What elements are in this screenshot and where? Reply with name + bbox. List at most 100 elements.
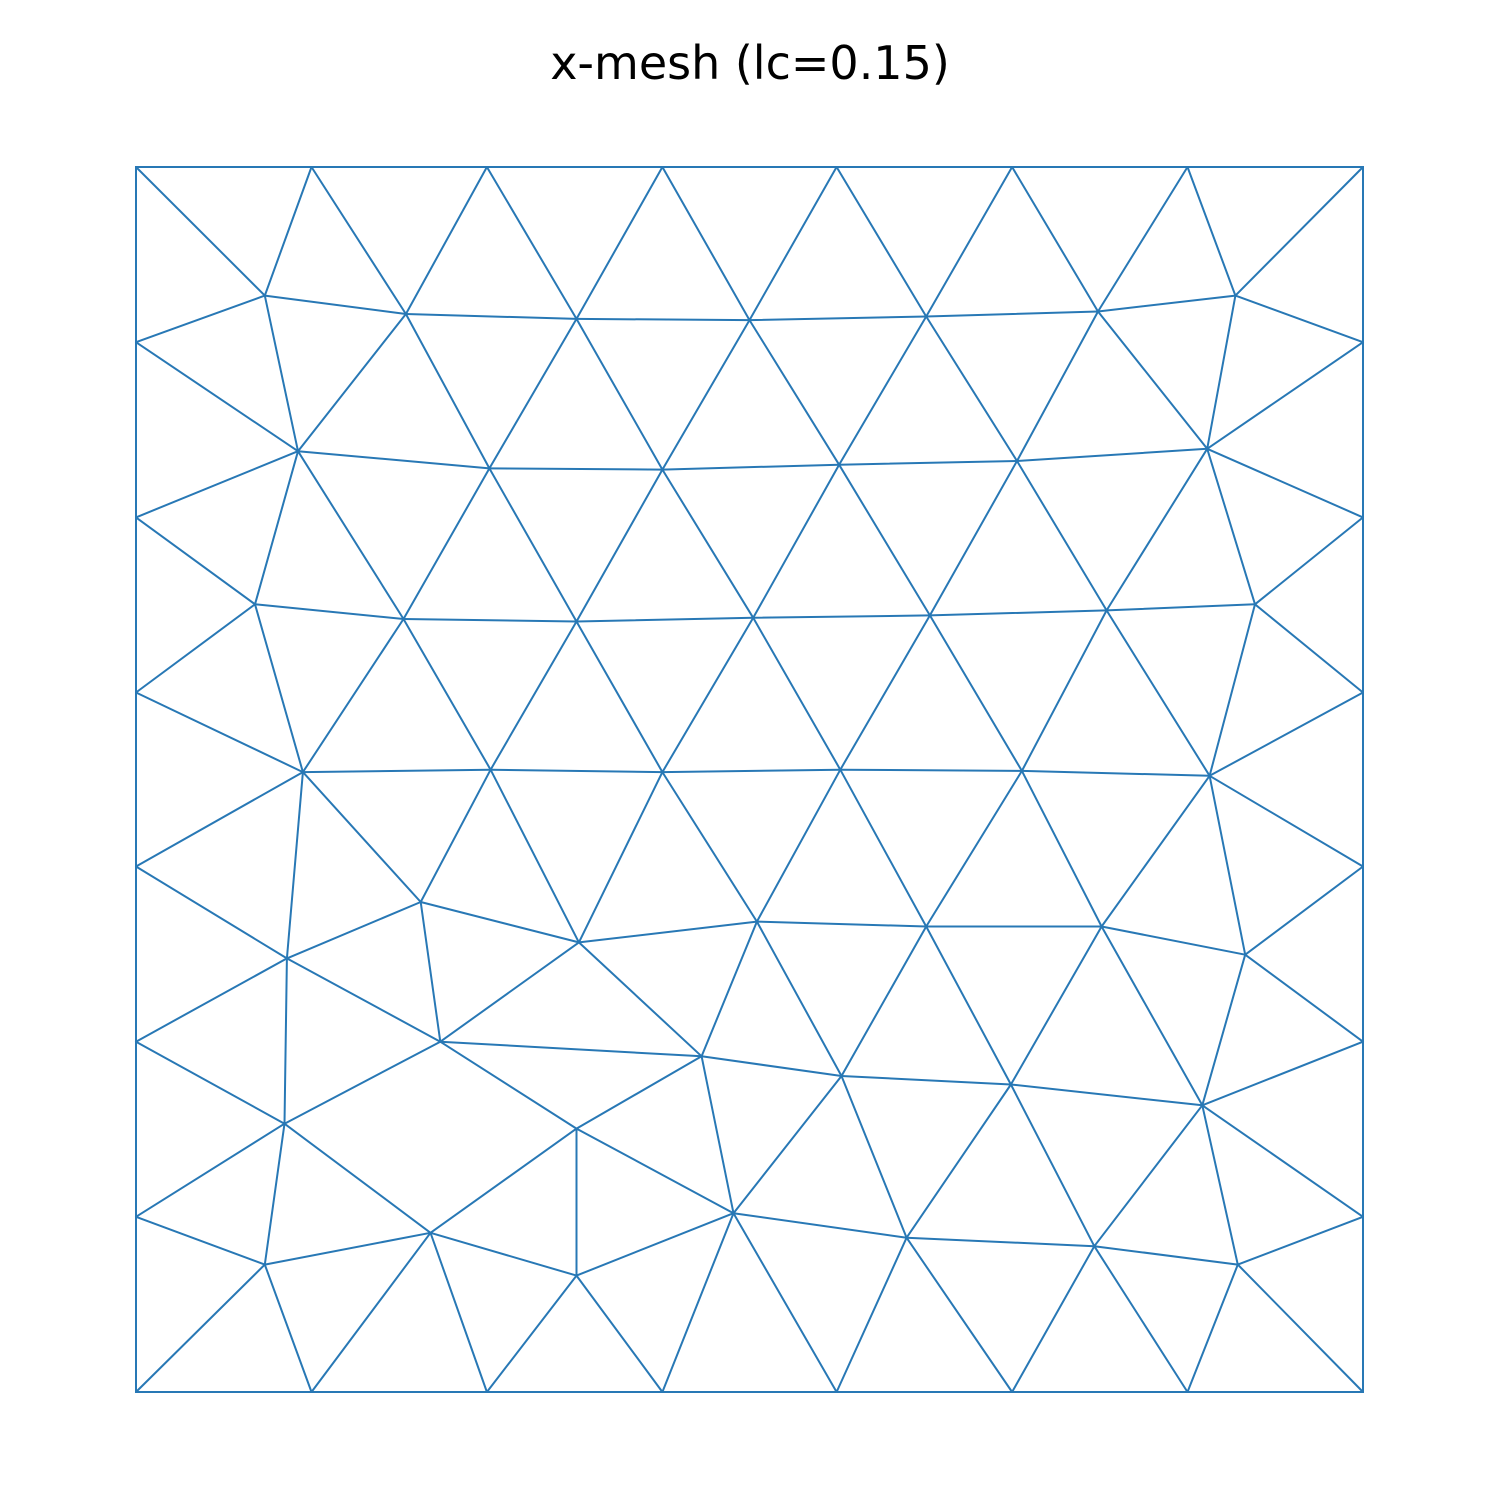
mesh-edge [577, 771, 664, 944]
mesh-edge [285, 957, 442, 1043]
mesh-edge [283, 1122, 432, 1234]
mesh-edge [1100, 774, 1211, 928]
mesh-edge [1016, 460, 1108, 612]
mesh-edge [1208, 774, 1364, 868]
mesh-edge [489, 620, 578, 771]
mesh-edge [1020, 769, 1211, 777]
mesh-edge [925, 315, 1018, 462]
mesh-edge [700, 920, 758, 1058]
mesh-edge [839, 768, 928, 928]
mesh-edge [575, 468, 664, 623]
mesh-edge [310, 1231, 432, 1393]
mesh-edge [1208, 774, 1247, 956]
mesh-edge [419, 901, 580, 944]
mesh-edge [404, 166, 488, 315]
mesh-edge [297, 450, 405, 620]
mesh-edge [1234, 166, 1364, 297]
mesh-edge [1206, 447, 1256, 606]
mesh-edge [575, 1055, 703, 1130]
mesh-edge [928, 609, 1108, 617]
mesh-edge [310, 166, 407, 315]
mesh-edge [1097, 294, 1237, 313]
mesh-edge [575, 1127, 735, 1215]
mesh-edge [1234, 294, 1364, 344]
mesh-edge [485, 1274, 578, 1393]
mesh-edge [661, 1212, 735, 1393]
mesh-edge [835, 1236, 908, 1393]
mesh-edge [925, 310, 1099, 318]
mesh-edge [439, 941, 580, 1043]
mesh-edge [263, 294, 407, 315]
mesh-edge [755, 920, 928, 928]
mesh-edge [402, 467, 491, 620]
mesh-edge [661, 468, 755, 619]
mesh-edge [838, 460, 1018, 466]
mesh-edge [1093, 1245, 1189, 1393]
mesh-edge [283, 957, 288, 1125]
mesh-edge [439, 1040, 578, 1130]
mesh-edge [489, 768, 580, 944]
mesh-edge [1016, 310, 1099, 462]
mesh-edge [1105, 603, 1256, 612]
mesh-edge [577, 941, 703, 1058]
mesh-edge [925, 166, 1014, 318]
mesh-edge [1105, 447, 1209, 612]
mesh-edge [254, 603, 405, 620]
mesh-edge [1011, 1245, 1096, 1393]
mesh-edge [488, 467, 664, 471]
mesh-edge [835, 166, 928, 318]
mesh-edge [419, 768, 492, 903]
mesh-edge [263, 1263, 313, 1393]
mesh-edge [752, 614, 931, 619]
mesh-edge [429, 1127, 578, 1234]
mesh-edge [1009, 1083, 1096, 1248]
mesh-edge [700, 1055, 843, 1077]
mesh-edge [925, 769, 1023, 928]
mesh-edge [1254, 516, 1364, 606]
mesh-edge [135, 865, 288, 960]
mesh-edge [752, 463, 841, 619]
mesh-edge [732, 1212, 908, 1239]
mesh-edge [661, 616, 755, 774]
mesh-edge [263, 1122, 286, 1266]
mesh-edge [135, 341, 299, 453]
mesh-edge [135, 294, 266, 344]
mesh-edge [488, 467, 578, 623]
mesh-edge [839, 614, 931, 771]
mesh-edge [839, 768, 1023, 772]
mesh-edge [1105, 609, 1211, 777]
mesh-edge [135, 691, 304, 774]
mesh-edge [1201, 953, 1247, 1107]
mesh-edge [928, 614, 1023, 772]
mesh-edge [301, 768, 492, 774]
mesh-edge [732, 1075, 843, 1215]
mesh-edge [254, 450, 299, 606]
mesh-edge [135, 1263, 266, 1393]
mesh-edge [661, 771, 758, 923]
mesh-edge [1206, 447, 1364, 519]
mesh-edge [1186, 1263, 1239, 1393]
mesh-edge [254, 603, 304, 774]
mesh-edge [1020, 769, 1103, 928]
mesh-edge [661, 768, 842, 774]
mesh-edge [575, 317, 664, 471]
mesh-edge [1009, 925, 1103, 1086]
mesh-edge [755, 920, 843, 1077]
mesh-edge [661, 319, 751, 471]
mesh-edge [429, 1231, 488, 1393]
mesh-edge [577, 920, 758, 944]
mesh-edge [1244, 953, 1364, 1043]
mesh-edge [1097, 310, 1209, 450]
mesh-edge [840, 925, 928, 1077]
mesh-edge [748, 166, 838, 322]
mesh-edge [1020, 609, 1108, 772]
mesh-edge [840, 1075, 1012, 1086]
mesh-edge [1097, 166, 1189, 313]
mesh-edge [575, 616, 755, 623]
mesh-edge [905, 1083, 1012, 1239]
mesh-edge [748, 315, 928, 322]
mesh-edge [1201, 1104, 1364, 1218]
mesh-edge [135, 771, 304, 868]
mesh-edge [1093, 1104, 1204, 1248]
